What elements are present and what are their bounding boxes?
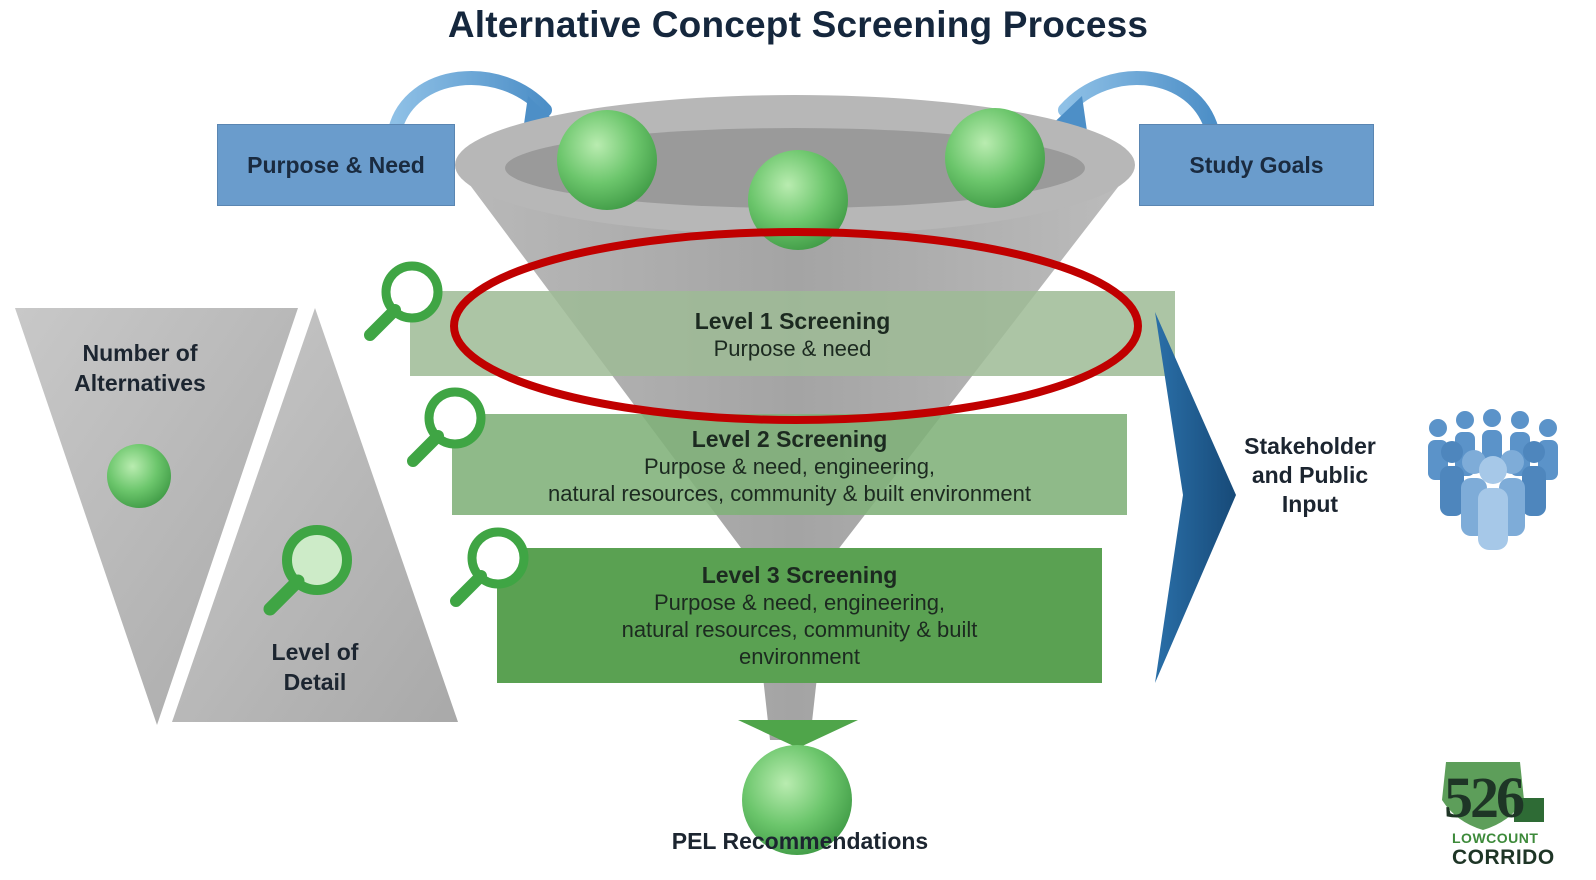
stakeholder-label-line: and Public [1251,462,1369,488]
level-3-text: Level 3 Screening Purpose & need, engine… [497,554,1102,678]
down-chevron-icon [738,720,858,748]
level-1-highlight-ellipse [450,228,1142,424]
page-title: Alternative Concept Screening Process [447,4,1149,45]
level-1-detail: Purpose & need [713,336,872,361]
level-1-heading: Level 1 Screening [694,308,891,334]
purpose-need-box: Purpose & Need [217,124,455,206]
people-group-icon [1428,409,1558,550]
level-3-detail-line: Purpose & need, engineering, [653,590,946,615]
stakeholder-label: Stakeholder and Public Input [1210,432,1410,519]
logo-number: 526 [1444,765,1525,830]
alternative-sphere-icon [557,110,657,210]
level-2-detail-line: Purpose & need, engineering, [643,453,936,479]
stakeholder-label-line: Input [1281,491,1339,517]
study-goals-label: Study Goals [1189,151,1324,178]
logo-text-line-1: LOWCOUNT [1452,830,1539,846]
pel-recommendations-label: PEL Recommendations [671,828,929,854]
level-2-band [452,414,1127,515]
level-2-text: Level 2 Screening Purpose & need, engine… [452,420,1127,512]
level-1-band [410,291,1175,376]
alternatives-label-line: Alternatives [74,370,206,396]
output-sphere-icon [742,745,852,855]
level-2-heading: Level 2 Screening [691,425,888,452]
corridor-logo [1442,762,1544,830]
level-3-detail-line: environment [738,644,861,669]
magnifier-icon [407,387,486,467]
study-goals-box: Study Goals [1139,124,1374,206]
level-1-text: Level 1 Screening Purpose & need [410,300,1175,370]
level-3-detail-line: natural resources, community & built [621,617,978,642]
level-2-detail-line: natural resources, community & built env… [548,480,1031,506]
magnifier-icon [263,525,352,616]
detail-label: Level of Detail [215,637,415,697]
alternatives-label-line: Number of [82,340,198,366]
logo-text-line-2: CORRIDO [1452,846,1555,869]
alternative-sphere-icon [107,444,171,508]
magnifier-icon [450,527,529,607]
stakeholder-chevron [1155,312,1236,683]
detail-triangle [172,308,458,722]
purpose-need-label: Purpose & Need [247,151,425,178]
alternatives-label: Number of Alternatives [40,338,240,398]
detail-label-line: Level of [271,639,359,665]
detail-label-line: Detail [283,669,347,695]
stakeholder-label-line: Stakeholder [1244,433,1376,459]
level-3-band [497,548,1102,683]
magnifier-icon [364,261,443,341]
alternatives-triangle [15,308,298,725]
alternative-sphere-icon [945,108,1045,208]
alternative-sphere-icon [748,150,848,250]
level-3-heading: Level 3 Screening [701,562,898,588]
